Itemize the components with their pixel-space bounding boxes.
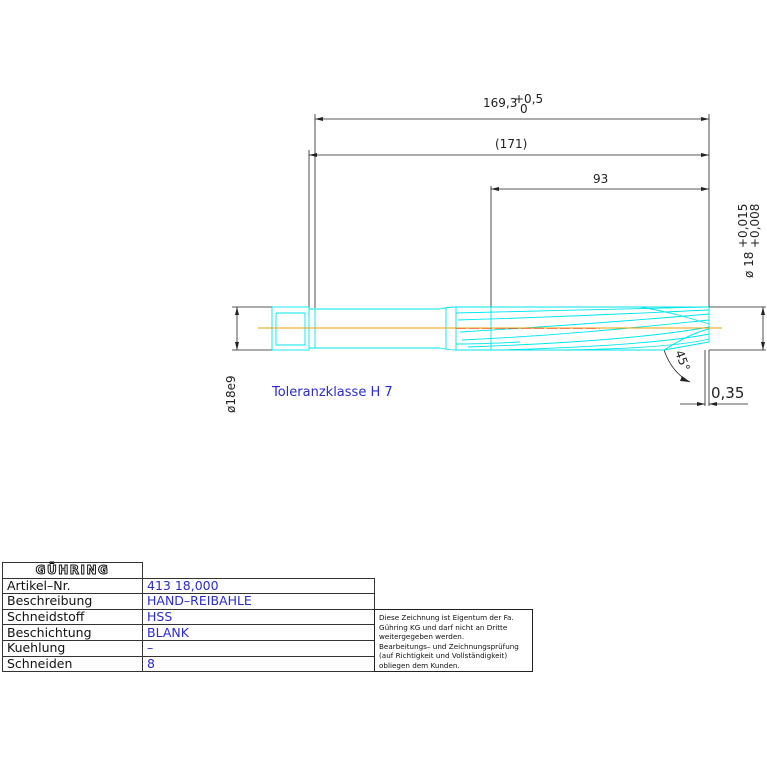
reamer-outline (271, 306, 710, 351)
title-block-row: Schneidstoff HSS (2, 608, 375, 626)
total-length-value: (171) (495, 137, 527, 151)
row-value: 413 18,000 (142, 577, 375, 595)
row-value: HSS (142, 608, 375, 626)
title-block-row: Artikel–Nr. 413 18,000 (2, 577, 375, 595)
ownership-notice: Diese Zeichnung ist Eigentum der Fa. Güh… (374, 609, 533, 672)
title-block: GÜHRING Artikel–Nr. 413 18,000 Beschreib… (2, 562, 375, 673)
centerline (258, 327, 722, 329)
row-label: Artikel–Nr. (2, 577, 143, 595)
tolerance-class: Toleranzklasse H 7 (271, 385, 393, 400)
shank-diameter-value: ø18e9 (224, 375, 238, 413)
cutting-diameter-value: ø 18 (742, 252, 756, 278)
cutting-diameter-tol-upper: +0,015 (736, 204, 750, 248)
overall-length-value: 169,3 (483, 96, 517, 110)
notice-line: Gühring KG und darf nicht an Dritte (379, 622, 508, 632)
notice-line: Bearbeitungs– und Zeichnungsprüfung (379, 641, 519, 651)
chamfer-length-value: 0,35 (711, 384, 744, 402)
title-block-logo-row: GÜHRING (2, 562, 375, 579)
row-value: 8 (142, 655, 375, 673)
cutting-diameter-tol-lower: +0,008 (748, 204, 762, 248)
notice-line: Diese Zeichnung ist Eigentum der Fa. (379, 613, 514, 622)
notice-line: obliegen dem Kunden. (379, 660, 460, 670)
title-block-row: Schneiden 8 (2, 655, 375, 673)
row-value: – (142, 639, 375, 657)
row-label: Kuehlung (2, 639, 143, 657)
row-label: Beschreibung (2, 593, 143, 610)
overall-length-tol-lower: 0 (520, 102, 528, 116)
row-label: Schneidstoff (2, 608, 143, 626)
title-block-spacer (142, 562, 375, 579)
title-block-row: Kuehlung – (2, 639, 375, 657)
overall-length-tol-upper: +0,5 (514, 92, 543, 106)
dimension-lines (232, 114, 766, 406)
row-value: HAND–REIBAHLE (142, 593, 375, 610)
cutting-diameter-dimension: ø 18 +0,015 +0,008 (736, 204, 762, 278)
guehring-logo: GÜHRING (35, 563, 110, 578)
row-label: Schneiden (2, 655, 143, 673)
title-block-row: Beschreibung HAND–REIBAHLE (2, 593, 375, 610)
notice-line: (auf Richtigkeit und Vollständigkeit) (379, 651, 508, 661)
notice-line: weitergegeben werden. (379, 632, 465, 642)
chamfer-angle-value: 45° (672, 348, 692, 373)
overall-length-dimension: 169,3 +0,5 0 (483, 92, 543, 116)
logo-cell: GÜHRING (2, 562, 143, 579)
arrowheads (235, 117, 765, 406)
title-block-row: Beschichtung BLANK (2, 624, 375, 641)
flute-length-value: 93 (593, 172, 608, 186)
row-label: Beschichtung (2, 624, 143, 641)
row-value: BLANK (142, 624, 375, 641)
